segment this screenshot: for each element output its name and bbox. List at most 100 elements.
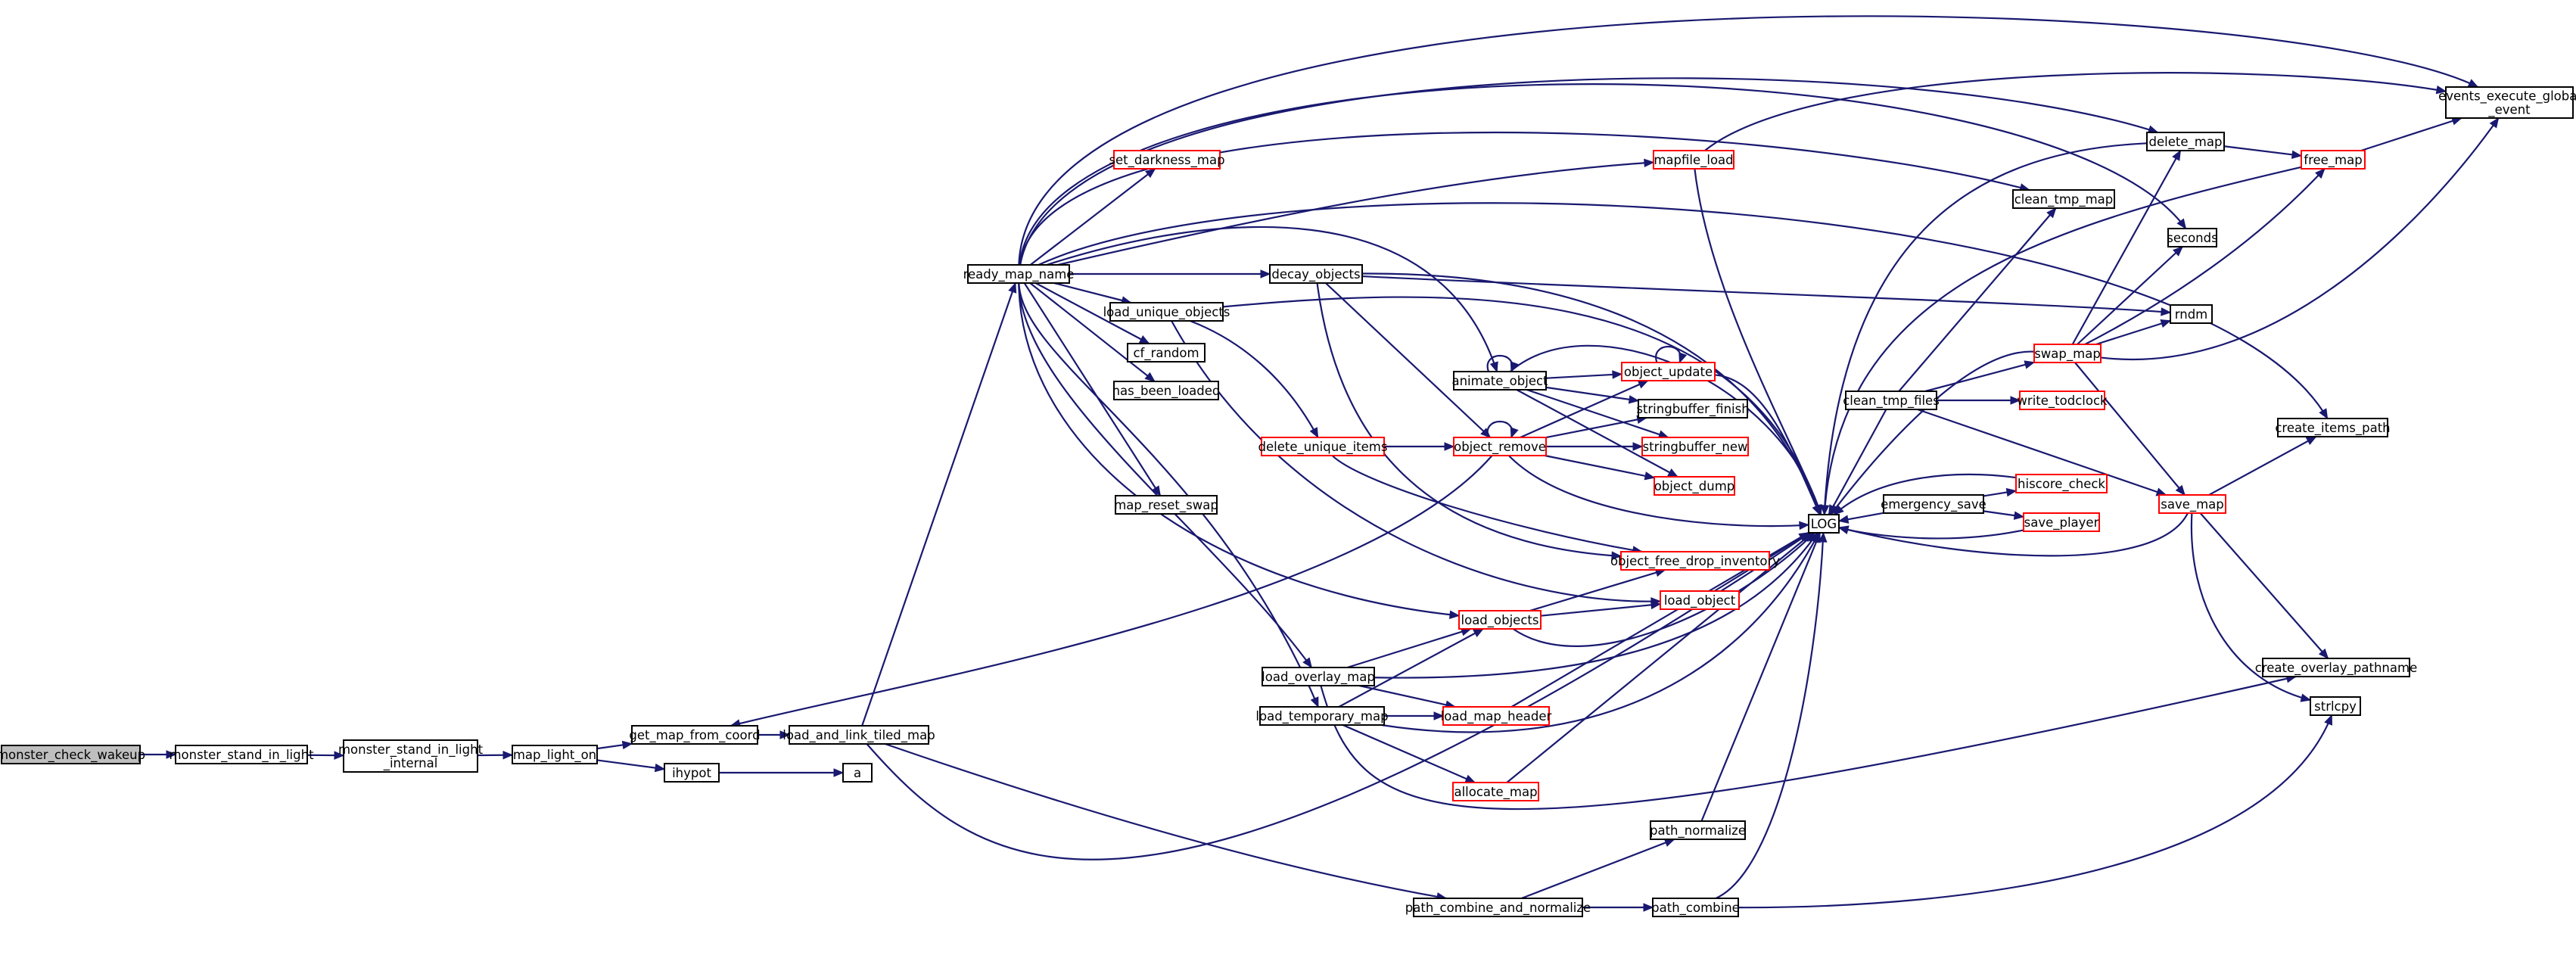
edge-path_combine-to-strlcpy: [1738, 714, 2333, 909]
node-path-combine[interactable]: path_combine: [1651, 898, 1740, 917]
node-ready-map-name[interactable]: ready_map_name: [963, 264, 1075, 284]
node-cf-random[interactable]: cf_random: [1127, 343, 1206, 363]
edge-line: [1714, 374, 1821, 515]
node-strlcpy[interactable]: strlcpy: [2310, 696, 2361, 716]
edge-arrowhead: [1799, 521, 1810, 531]
edge-arrowhead: [1644, 158, 1655, 168]
node-create-overlay-pathname[interactable]: create_overlay_pathname: [2255, 658, 2417, 677]
edge-ready_map_name-to-map_reset_swap: [1023, 282, 1162, 497]
edge-arrowhead: [1632, 442, 1644, 451]
edge-line: [1526, 388, 1669, 439]
node-load-temporary-map[interactable]: load_temporary_map: [1255, 706, 1389, 726]
edge-line: [1700, 532, 1822, 822]
node-create-items-path[interactable]: create_items_path: [2275, 418, 2391, 437]
node-map-reset-swap[interactable]: map_reset_swap: [1114, 495, 1218, 515]
edge-line: [861, 282, 1016, 727]
node-label: path_normalize: [1650, 823, 1746, 839]
node-object-dump[interactable]: object_dump: [1654, 476, 1735, 496]
node-delete-unique-items[interactable]: delete_unique_items: [1258, 437, 1388, 456]
node-rndm[interactable]: rndm: [2170, 304, 2213, 324]
node-monster-stand-in-light-internal[interactable]: monster_stand_in_light_internal: [338, 739, 484, 773]
node-box: [1620, 551, 1770, 571]
node-box: [2146, 132, 2225, 151]
node-save-map[interactable]: save_map: [2158, 494, 2226, 514]
edge-ready_map_name-to-load_objects: [1018, 282, 1461, 619]
edge-ready_map_name-to-load_temporary_map: [1018, 282, 1319, 708]
edge-arrowhead: [833, 768, 845, 777]
edge-object_remove-to-object_remove: [1486, 421, 1519, 439]
edge-ihypot-to-a: [719, 768, 845, 777]
node-get-map-from-coord[interactable]: get_map_from_coord: [629, 725, 761, 745]
edge-line: [1898, 207, 2057, 392]
edge-swap_map-to-events_execute_global_event: [2100, 117, 2500, 361]
node-a[interactable]: a: [842, 763, 873, 783]
edge-line: [1521, 838, 1675, 900]
node-load-and-link-tiled-map[interactable]: load_and_link_tiled_map: [782, 725, 935, 745]
node-animate-object[interactable]: animate_object: [1451, 371, 1548, 391]
node-stringbuffer-finish[interactable]: stringbuffer_finish: [1636, 399, 1750, 419]
edge-arrowhead: [1144, 372, 1156, 382]
node-box: [2033, 344, 2102, 363]
node-has-been-loaded[interactable]: has_been_loaded: [1112, 381, 1221, 400]
node-stringbuffer-new[interactable]: stringbuffer_new: [1641, 437, 1749, 456]
node-load-overlay-map[interactable]: load_overlay_map: [1262, 667, 1375, 686]
edge-ready_map_name-to-delete_map: [1019, 77, 2159, 266]
node-load-map-header[interactable]: load_map_header: [1441, 706, 1552, 726]
edge-line: [2100, 117, 2500, 361]
node-emergency-save[interactable]: emergency_save: [1881, 494, 1986, 514]
node-label: allocate_map: [1454, 785, 1537, 800]
node-label: delete_map: [2149, 135, 2223, 150]
node-free-map[interactable]: free_map: [2301, 150, 2366, 170]
node-label: object_dump: [1654, 479, 1735, 494]
edge-arrowhead: [1260, 269, 1271, 279]
node-save-player[interactable]: save_player: [2023, 512, 2100, 532]
node-swap-map[interactable]: swap_map: [2033, 344, 2102, 363]
node-object-update[interactable]: object_update: [1621, 362, 1716, 381]
node-map-light-on[interactable]: map_light_on: [512, 745, 598, 764]
edge-line: [1316, 282, 1622, 558]
edge-line: [1516, 389, 1678, 478]
edge-animate_object-to-object_update: [1545, 370, 1623, 379]
edge-object_remove-to-LOG: [1507, 455, 1810, 531]
node-load-unique-objects[interactable]: load_unique_objects: [1103, 302, 1230, 322]
edge-path_combine-to-LOG: [1715, 531, 1828, 900]
edge-map_light_on-to-ihypot: [596, 759, 666, 773]
node-clean-tmp-files[interactable]: clean_tmp_files: [1843, 391, 1940, 410]
node-path-normalize[interactable]: path_normalize: [1650, 820, 1746, 840]
node-load-object[interactable]: load_object: [1660, 590, 1740, 610]
node-load-objects[interactable]: load_objects: [1458, 610, 1542, 630]
node-path-combine-and-normalize[interactable]: path_combine_and_normalize: [1405, 898, 1591, 917]
node-delete-map[interactable]: delete_map: [2146, 132, 2225, 151]
node-seconds[interactable]: seconds: [2167, 228, 2218, 247]
node-ihypot[interactable]: ihypot: [664, 763, 720, 783]
edge-ready_map_name-to-load_overlay_map: [1018, 282, 1313, 669]
node-write-todclock[interactable]: write_todclock: [2017, 391, 2108, 410]
edge-line: [1029, 282, 1156, 382]
node-label: cf_random: [1133, 346, 1199, 361]
node-events-execute-global-event[interactable]: events_execute_global_event: [2438, 86, 2576, 119]
node-clean-tmp-map[interactable]: clean_tmp_map: [2012, 189, 2115, 209]
node-box: [2167, 228, 2217, 247]
edge-line: [1823, 142, 2148, 515]
node-box: [664, 763, 720, 783]
edge-arrowhead: [1464, 774, 1476, 783]
edge-emergency_save-to-hiscore_check: [1983, 487, 2018, 497]
node-set-darkness-map[interactable]: set_darkness_map: [1109, 150, 1225, 170]
node-allocate-map[interactable]: allocate_map: [1452, 782, 1539, 801]
node-label: hiscore_check: [2018, 477, 2105, 492]
node-object-remove[interactable]: object_remove: [1453, 437, 1547, 456]
node-monster-stand-in-light[interactable]: monster_stand_in_light: [169, 745, 314, 764]
edge-decay_objects-to-rndm: [1361, 275, 2172, 316]
edge-swap_map-to-save_map: [2074, 362, 2186, 496]
node-monster-check-wakeup[interactable]: monster_check_wakeup: [0, 745, 145, 764]
edge-ready_map_name-to-has_been_loaded: [1029, 282, 1156, 382]
edge-swap_map-to-seconds: [2077, 246, 2184, 345]
node-mapfile-load[interactable]: mapfile_load: [1653, 150, 1734, 170]
edge-line: [2190, 512, 2311, 702]
node-hiscore-check[interactable]: hiscore_check: [2015, 474, 2108, 493]
node-box: [1654, 476, 1735, 496]
node-object-free-drop-inventory[interactable]: object_free_drop_inventory: [1610, 551, 1780, 571]
edge-line: [2074, 362, 2186, 496]
node-decay-objects[interactable]: decay_objects: [1269, 264, 1363, 284]
node-LOG[interactable]: LOG: [1808, 514, 1840, 534]
